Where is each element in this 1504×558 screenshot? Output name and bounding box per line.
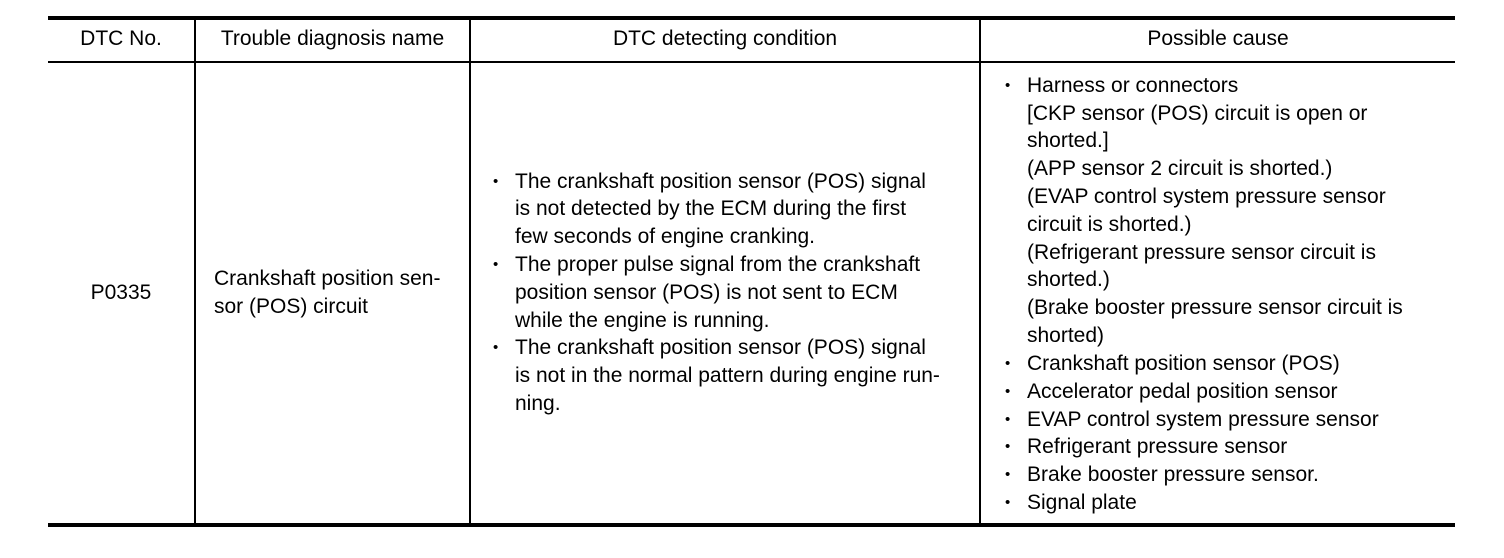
diagnosis-name-line-1: Crankshaft position sen-: [214, 267, 441, 291]
possible-cause-line: Crankshaft position sensor (POS): [1027, 351, 1340, 375]
cell-dtc-no: P0335: [48, 61, 195, 527]
possible-cause-line: (Brake booster pressure sensor circuit i…: [1027, 296, 1403, 320]
column-header-dtc-detecting-condition: DTC detecting condition: [469, 16, 980, 63]
column-header-possible-cause: Possible cause: [979, 16, 1455, 63]
dtc-table: DTC No. Trouble diagnosis name DTC detec…: [48, 16, 1455, 527]
possible-cause-list: Harness or connectors [CKP sensor (POS) c…: [999, 72, 1451, 517]
possible-cause-item: Refrigerant pressure sensor: [999, 433, 1451, 461]
possible-cause-line: Signal plate: [1027, 490, 1137, 514]
possible-cause-line: Refrigerant pressure sensor: [1027, 435, 1288, 459]
detecting-condition-line: ning.: [515, 392, 561, 416]
table-header-row: DTC No. Trouble diagnosis name DTC detec…: [48, 16, 1455, 63]
detecting-condition-item: The crankshaft position sensor (POS) sig…: [487, 334, 975, 417]
column-header-trouble-diagnosis-name: Trouble diagnosis name: [194, 16, 470, 63]
detecting-condition-line: is not in the normal pattern during engi…: [515, 364, 940, 388]
possible-cause-item: Accelerator pedal position sensor: [999, 378, 1451, 406]
possible-cause-item: Harness or connectors [CKP sensor (POS) c…: [999, 72, 1451, 350]
possible-cause-item: Signal plate: [999, 489, 1451, 517]
diagnosis-name-line-2: sor (POS) circuit: [214, 294, 369, 318]
possible-cause-line: shorted.]: [1027, 129, 1109, 153]
possible-cause-line: EVAP control system pressure sensor: [1027, 407, 1379, 431]
detecting-condition-list: The crankshaft position sensor (POS) sig…: [487, 168, 975, 418]
possible-cause-item: EVAP control system pressure sensor: [999, 406, 1451, 434]
possible-cause-item: Crankshaft position sensor (POS): [999, 350, 1451, 378]
cell-possible-cause: Harness or connectors [CKP sensor (POS) c…: [979, 61, 1455, 527]
cell-dtc-detecting-condition: The crankshaft position sensor (POS) sig…: [469, 61, 980, 527]
detecting-condition-line: few seconds of engine cranking.: [515, 225, 816, 249]
detecting-condition-line: The crankshaft position sensor (POS) sig…: [515, 336, 926, 360]
table-row: P0335 Crankshaft position sen- sor (POS)…: [48, 61, 1455, 527]
possible-cause-line: (APP sensor 2 circuit is shorted.): [1027, 157, 1333, 181]
detecting-condition-line: The crankshaft position sensor (POS) sig…: [515, 169, 926, 193]
possible-cause-line: [CKP sensor (POS) circuit is open or: [1027, 101, 1368, 125]
possible-cause-item: Brake booster pressure sensor.: [999, 461, 1451, 489]
possible-cause-line: shorted): [1027, 324, 1105, 348]
detecting-condition-line: while the engine is running.: [515, 308, 770, 332]
possible-cause-line: Brake booster pressure sensor.: [1027, 463, 1319, 487]
possible-cause-line: shorted.): [1027, 268, 1110, 292]
possible-cause-line: Accelerator pedal position sensor: [1027, 379, 1338, 403]
detecting-condition-line: position sensor (POS) is not sent to ECM: [515, 280, 898, 304]
column-header-dtc-no: DTC No.: [48, 16, 195, 63]
table-body: P0335 Crankshaft position sen- sor (POS)…: [48, 61, 1455, 527]
detecting-condition-line: The proper pulse signal from the cranksh…: [515, 253, 921, 277]
cell-trouble-diagnosis-name: Crankshaft position sen- sor (POS) circu…: [194, 61, 470, 527]
detecting-condition-item: The proper pulse signal from the cranksh…: [487, 251, 975, 334]
detecting-condition-item: The crankshaft position sensor (POS) sig…: [487, 168, 975, 251]
possible-cause-line: (Refrigerant pressure sensor circuit is: [1027, 240, 1376, 264]
detecting-condition-line: is not detected by the ECM during the fi…: [515, 197, 907, 221]
possible-cause-line: (EVAP control system pressure sensor: [1027, 185, 1386, 209]
possible-cause-line: Harness or connectors: [1027, 73, 1239, 97]
possible-cause-line: circuit is shorted.): [1027, 212, 1192, 236]
